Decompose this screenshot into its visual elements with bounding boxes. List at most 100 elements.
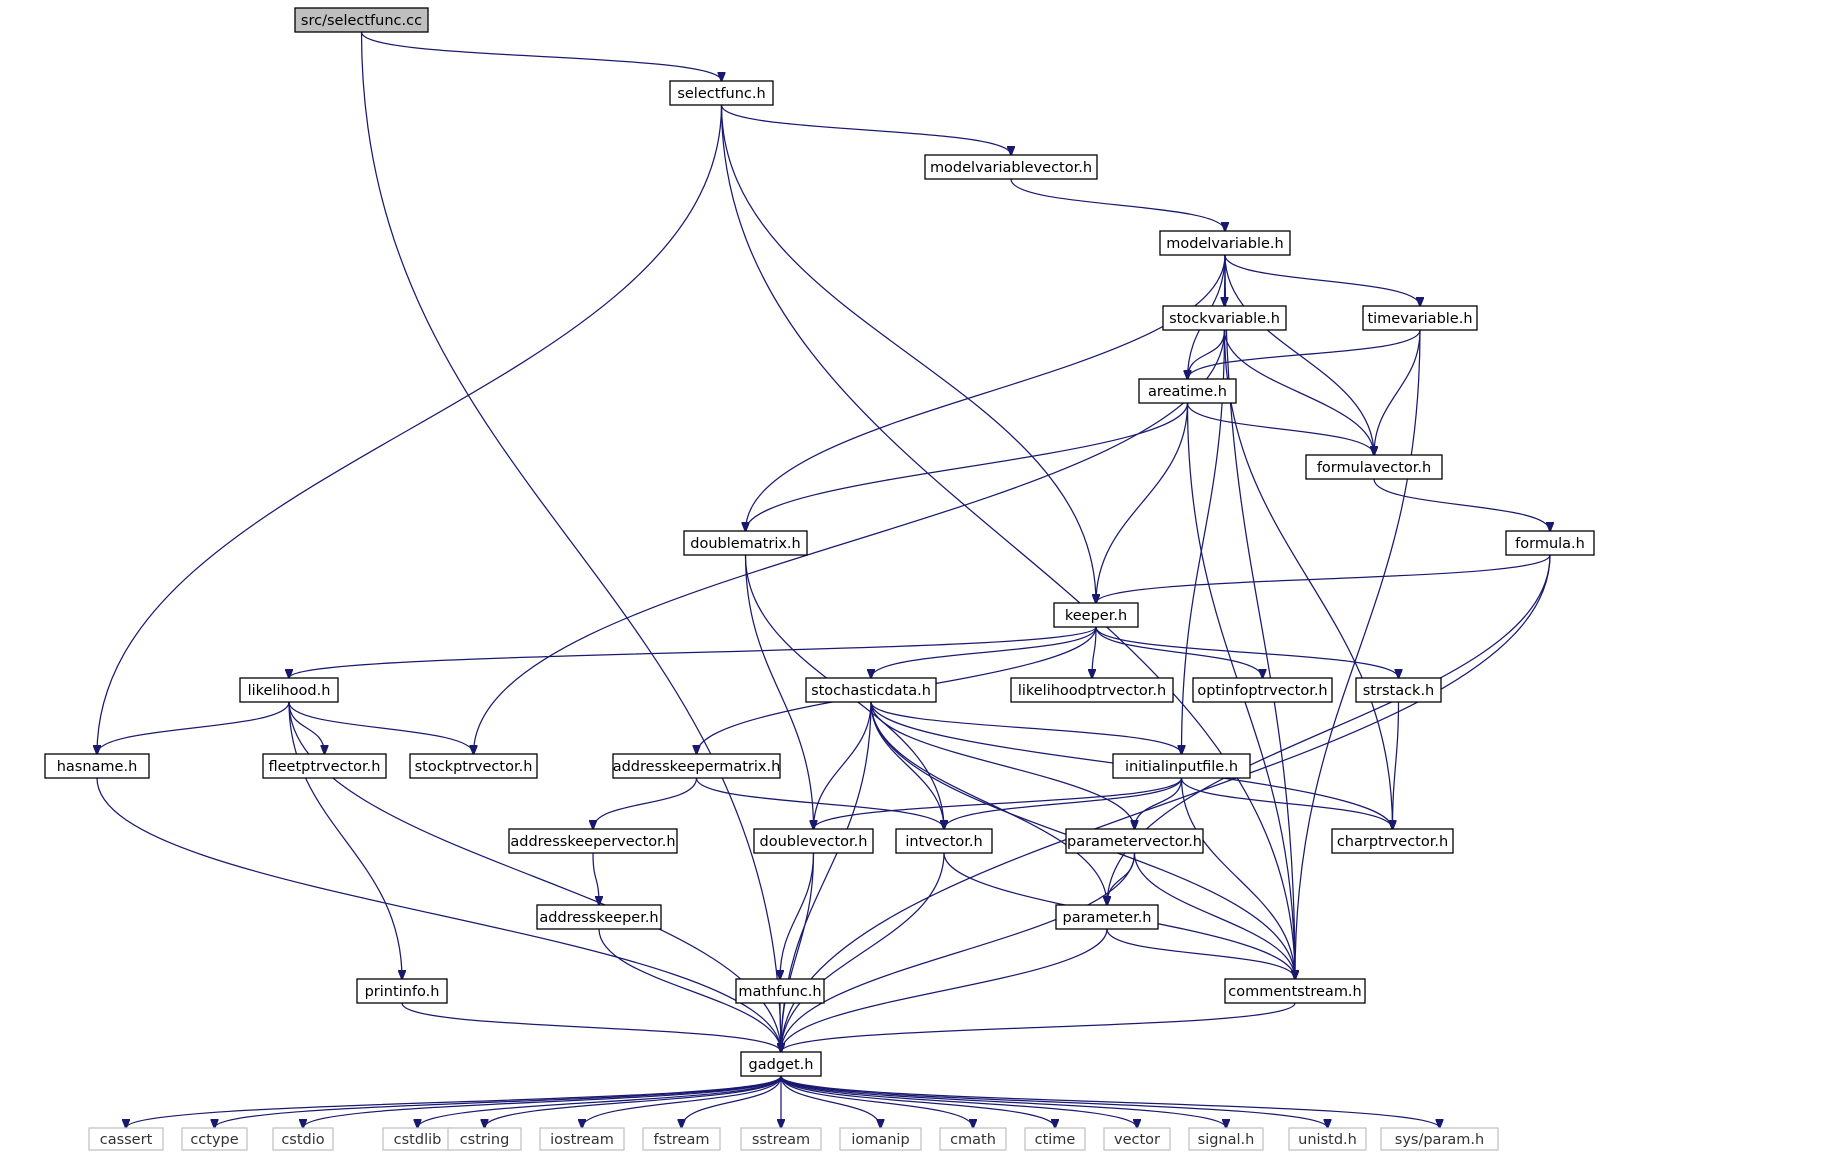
node-timevariable-h[interactable]: timevariable.h (1362, 305, 1478, 331)
node-label-selectfunc-cc: src/selectfunc.cc (301, 13, 422, 29)
edge-doublematrix_h-to-doublevector_h (744, 554, 814, 829)
edge-modelvariable_h-to-timevariable_h (1224, 254, 1420, 306)
node-parametervector-h[interactable]: parametervector.h (1065, 828, 1204, 854)
node-selectfunc-h[interactable]: selectfunc.h (669, 80, 774, 106)
edge-path-formula_h-to-gadget_h (781, 554, 1551, 1052)
node-mathfunc-h[interactable]: mathfunc.h (735, 978, 825, 1004)
node-box-stockvariable-h (1162, 305, 1287, 331)
node-box-addresskeepermatrix-h (612, 753, 781, 779)
edge-path-gadget_h-to-ctime (780, 1075, 1055, 1128)
edge-formula_h-to-gadget_h (781, 554, 1551, 1052)
node-box-doublevector-h (753, 828, 874, 854)
edge-gadget_h-to-cctype (215, 1075, 782, 1128)
node-optinfoptrvector-h[interactable]: optinfoptrvector.h (1192, 677, 1333, 703)
node-stockvariable-h[interactable]: stockvariable.h (1162, 305, 1287, 331)
edge-path-keeper_h-to-likelihood_h (289, 626, 1097, 678)
nodes-layer: src/selectfunc.cc selectfunc.h modelvariab… (44, 7, 1595, 1151)
edge-addresskeepervector_h-to-addresskeeper_h (592, 852, 599, 905)
node-hasname-h[interactable]: hasname.h (44, 753, 150, 779)
node-label-optinfoptrvector-h: optinfoptrvector.h (1197, 683, 1327, 699)
edge-path-gadget_h-to-sys_param_h (780, 1075, 1440, 1128)
node-box-cstring (447, 1127, 522, 1151)
node-formulavector-h[interactable]: formulavector.h (1305, 454, 1443, 480)
node-addresskeepermatrix-h[interactable]: addresskeepermatrix.h (612, 753, 781, 779)
edge-path-selectfunc_h-to-commentstream_h (720, 104, 1296, 979)
node-strstack-h[interactable]: strstack.h (1355, 677, 1442, 703)
node-addresskeepervector-h[interactable]: addresskeepervector.h (508, 828, 678, 854)
node-modelvariable-h[interactable]: modelvariable.h (1159, 230, 1291, 256)
edge-doublevector_h-to-gadget_h (781, 852, 815, 1052)
node-stockptrvector-h[interactable]: stockptrvector.h (409, 753, 538, 779)
edge-path-initialinputfile_h-to-intvector_h (944, 777, 1183, 829)
node-addresskeeper-h[interactable]: addresskeeper.h (536, 904, 662, 930)
node-label-initialinputfile-h: initialinputfile.h (1125, 759, 1238, 775)
edge-gadget_h-to-sys_param_h (780, 1075, 1440, 1128)
node-iomanip: iomanip (839, 1127, 922, 1151)
edge-path-gadget_h-to-cassert (126, 1075, 782, 1128)
edge-areatime_h-to-formulavector_h (1186, 402, 1375, 455)
edge-keeper_h-to-optinfoptrvector_h (1095, 626, 1263, 678)
edge-selectfunc_h-to-modelvariablevector_h (720, 104, 1012, 155)
node-doublevector-h[interactable]: doublevector.h (753, 828, 874, 854)
edge-likelihood_h-to-printinfo_h (288, 701, 402, 979)
node-commentstream-h[interactable]: commentstream.h (1224, 978, 1366, 1004)
node-box-likelihood-h (239, 677, 339, 703)
node-initialinputfile-h[interactable]: initialinputfile.h (1112, 753, 1251, 779)
node-label-cmath: cmath (950, 1132, 996, 1148)
edge-initialinputfile_h-to-doublevector_h (814, 777, 1183, 829)
node-keeper-h[interactable]: keeper.h (1053, 602, 1139, 628)
node-stochasticdata-h[interactable]: stochasticdata.h (805, 677, 937, 703)
node-likelihood-h[interactable]: likelihood.h (239, 677, 339, 703)
node-box-iostream (539, 1127, 625, 1151)
node-areatime-h[interactable]: areatime.h (1138, 378, 1237, 404)
node-intvector-h[interactable]: intvector.h (895, 828, 993, 854)
edge-modelvariable_h-to-doublematrix_h (746, 254, 1226, 531)
node-label-formula-h: formula.h (1515, 536, 1585, 552)
edge-stockvariable_h-to-formulavector_h (1223, 329, 1375, 455)
edge-path-doublematrix_h-to-doublevector_h (744, 554, 814, 829)
edge-path-printinfo_h-to-gadget_h (401, 1002, 781, 1052)
edge-path-timevariable_h-to-commentstream_h (1295, 329, 1421, 979)
node-modelvariablevector-h[interactable]: modelvariablevector.h (924, 154, 1098, 180)
edge-hasname_h-to-gadget_h (96, 777, 781, 1052)
edge-path-stockvariable_h-to-stockptrvector_h (474, 329, 1226, 754)
edge-path-parameter_h-to-gadget_h (781, 928, 1108, 1052)
edge-modelvariable_h-to-commentstream_h (1224, 254, 1295, 979)
node-printinfo-h[interactable]: printinfo.h (356, 978, 448, 1004)
node-charptrvector-h[interactable]: charptrvector.h (1331, 828, 1454, 854)
edge-initialinputfile_h-to-charptrvector_h (1180, 777, 1393, 829)
edge-path-gadget_h-to-cctype (215, 1075, 782, 1128)
node-gadget-h[interactable]: gadget.h (740, 1051, 822, 1077)
node-vector: vector (1103, 1127, 1171, 1151)
node-label-parametervector-h: parametervector.h (1067, 834, 1202, 850)
node-box-cassert (88, 1127, 164, 1151)
node-label-ctime: ctime (1035, 1132, 1076, 1148)
node-label-iomanip: iomanip (851, 1132, 909, 1148)
node-parameter-h[interactable]: parameter.h (1055, 904, 1159, 930)
node-fleetptrvector-h[interactable]: fleetptrvector.h (262, 753, 387, 779)
node-selectfunc-cc[interactable]: src/selectfunc.cc (294, 7, 429, 33)
node-label-vector: vector (1114, 1132, 1160, 1148)
node-likelihoodptrvector-h[interactable]: likelihoodptrvector.h (1010, 677, 1174, 703)
node-cassert: cassert (88, 1127, 164, 1151)
node-box-formulavector-h (1305, 454, 1443, 480)
edge-gadget_h-to-fstream (682, 1075, 782, 1128)
edge-parametervector_h-to-gadget_h (781, 852, 1136, 1052)
edge-timevariable_h-to-areatime_h (1188, 329, 1421, 379)
node-label-formulavector-h: formulavector.h (1317, 460, 1431, 476)
node-label-modelvariable-h: modelvariable.h (1166, 236, 1283, 252)
edge-addresskeepermatrix_h-to-intvector_h (695, 777, 945, 829)
edge-path-modelvariable_h-to-timevariable_h (1224, 254, 1420, 306)
node-box-iomanip (839, 1127, 922, 1151)
node-cstdlib: cstdlib (382, 1127, 453, 1151)
node-box-hasname-h (44, 753, 150, 779)
edge-timevariable_h-to-formulavector_h (1374, 329, 1421, 455)
node-box-printinfo-h (356, 978, 448, 1004)
node-box-stockptrvector-h (409, 753, 538, 779)
edge-path-gadget_h-to-cmath (780, 1075, 973, 1128)
edge-path-selectfunc_h-to-keeper_h (720, 104, 1097, 603)
node-doublematrix-h[interactable]: doublematrix.h (683, 530, 808, 556)
edge-path-addresskeeper_h-to-gadget_h (598, 928, 781, 1052)
node-label-cstring: cstring (460, 1132, 510, 1148)
node-formula-h[interactable]: formula.h (1505, 530, 1595, 556)
